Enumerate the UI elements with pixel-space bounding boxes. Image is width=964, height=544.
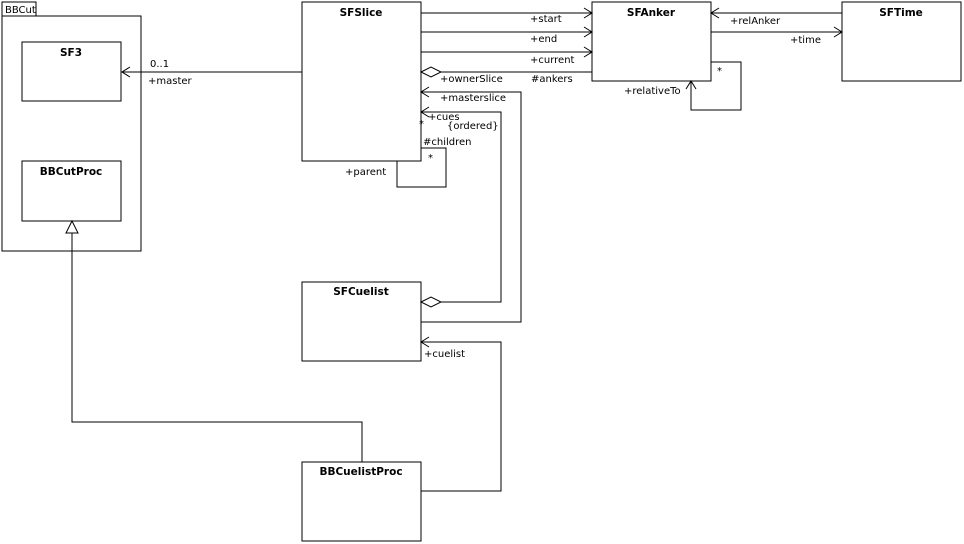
arrowhead-open	[420, 86, 430, 98]
class-name-bbcutproc: BBCutProc	[40, 166, 103, 178]
class-bbcutproc[interactable]: BBCutProc	[21, 160, 122, 222]
class-sfcuelist[interactable]: SFCuelist	[301, 281, 422, 362]
class-name-bbcuelistproc: BBCuelistProc	[319, 466, 402, 478]
label-relanker: +relAnker	[730, 16, 781, 27]
assoc-master[interactable]: 0..1 +master	[121, 59, 302, 87]
class-name-sfanker: SFAnker	[627, 7, 676, 19]
label-relativeto-mult: *	[717, 66, 722, 77]
generalization-triangle	[65, 219, 79, 234]
assoc-time[interactable]: +time	[711, 26, 843, 46]
label-ordered: {ordered}	[447, 121, 499, 132]
package-name: BBCut	[5, 5, 36, 16]
assoc-ankers[interactable]: +ownerSlice #ankers	[419, 66, 592, 85]
arrowhead-open	[710, 7, 720, 19]
label-ownerslice: +ownerSlice	[440, 74, 503, 85]
class-sfanker[interactable]: SFAnker	[591, 1, 712, 82]
assoc-relativeto[interactable]: * +relativeTo	[624, 61, 742, 111]
assoc-masterslice[interactable]: +masterslice	[420, 86, 522, 323]
arrowhead-open	[685, 80, 697, 90]
label-masterslice: +masterslice	[440, 93, 506, 104]
arrowhead-open	[583, 26, 593, 38]
label-end: +end	[530, 34, 557, 45]
label-current: +current	[530, 55, 575, 66]
assoc-start[interactable]: +start	[421, 7, 593, 25]
aggregation-diamond	[419, 296, 443, 308]
arrowhead-open	[583, 7, 593, 19]
label-relativeto: +relativeTo	[624, 86, 681, 97]
assoc-relanker[interactable]: +relAnker	[710, 7, 842, 27]
assoc-cuelist[interactable]: +cuelist	[420, 336, 502, 492]
class-sftime[interactable]: SFTime	[841, 1, 962, 82]
assoc-children[interactable]: #children * +parent	[345, 137, 472, 188]
arrowhead-open	[420, 336, 430, 348]
arrowhead-open	[583, 46, 593, 58]
class-name-sfcuelist: SFCuelist	[333, 286, 389, 298]
label-master-mult: 0..1	[150, 59, 169, 70]
assoc-cues[interactable]: * +cues {ordered}	[419, 106, 502, 308]
class-bbcuelistproc[interactable]: BBCuelistProc	[301, 461, 422, 542]
assoc-current[interactable]: +current	[421, 46, 593, 66]
assoc-end[interactable]: +end	[421, 26, 593, 45]
label-cuelist: +cuelist	[424, 349, 465, 360]
label-ankers: #ankers	[531, 74, 573, 85]
arrowhead-open	[420, 106, 430, 118]
label-cues-mult: *	[419, 119, 424, 130]
class-name-sftime: SFTime	[879, 7, 923, 19]
class-sf3[interactable]: SF3	[21, 41, 122, 102]
label-master: +master	[148, 76, 193, 87]
label-children-mult: *	[428, 153, 433, 164]
class-name-sfslice: SFSlice	[340, 7, 383, 19]
label-start: +start	[530, 14, 562, 25]
arrowhead-open	[833, 26, 843, 38]
class-sfslice[interactable]: SFSlice	[301, 1, 422, 162]
aggregation-diamond	[419, 66, 443, 78]
generalization-bbcutproc[interactable]	[65, 219, 363, 462]
label-parent: +parent	[345, 167, 386, 178]
label-cues: +cues	[428, 112, 460, 123]
arrowhead-open	[121, 66, 131, 78]
label-children: #children	[423, 137, 472, 148]
class-name-sf3: SF3	[60, 47, 82, 59]
label-time: +time	[790, 35, 821, 46]
